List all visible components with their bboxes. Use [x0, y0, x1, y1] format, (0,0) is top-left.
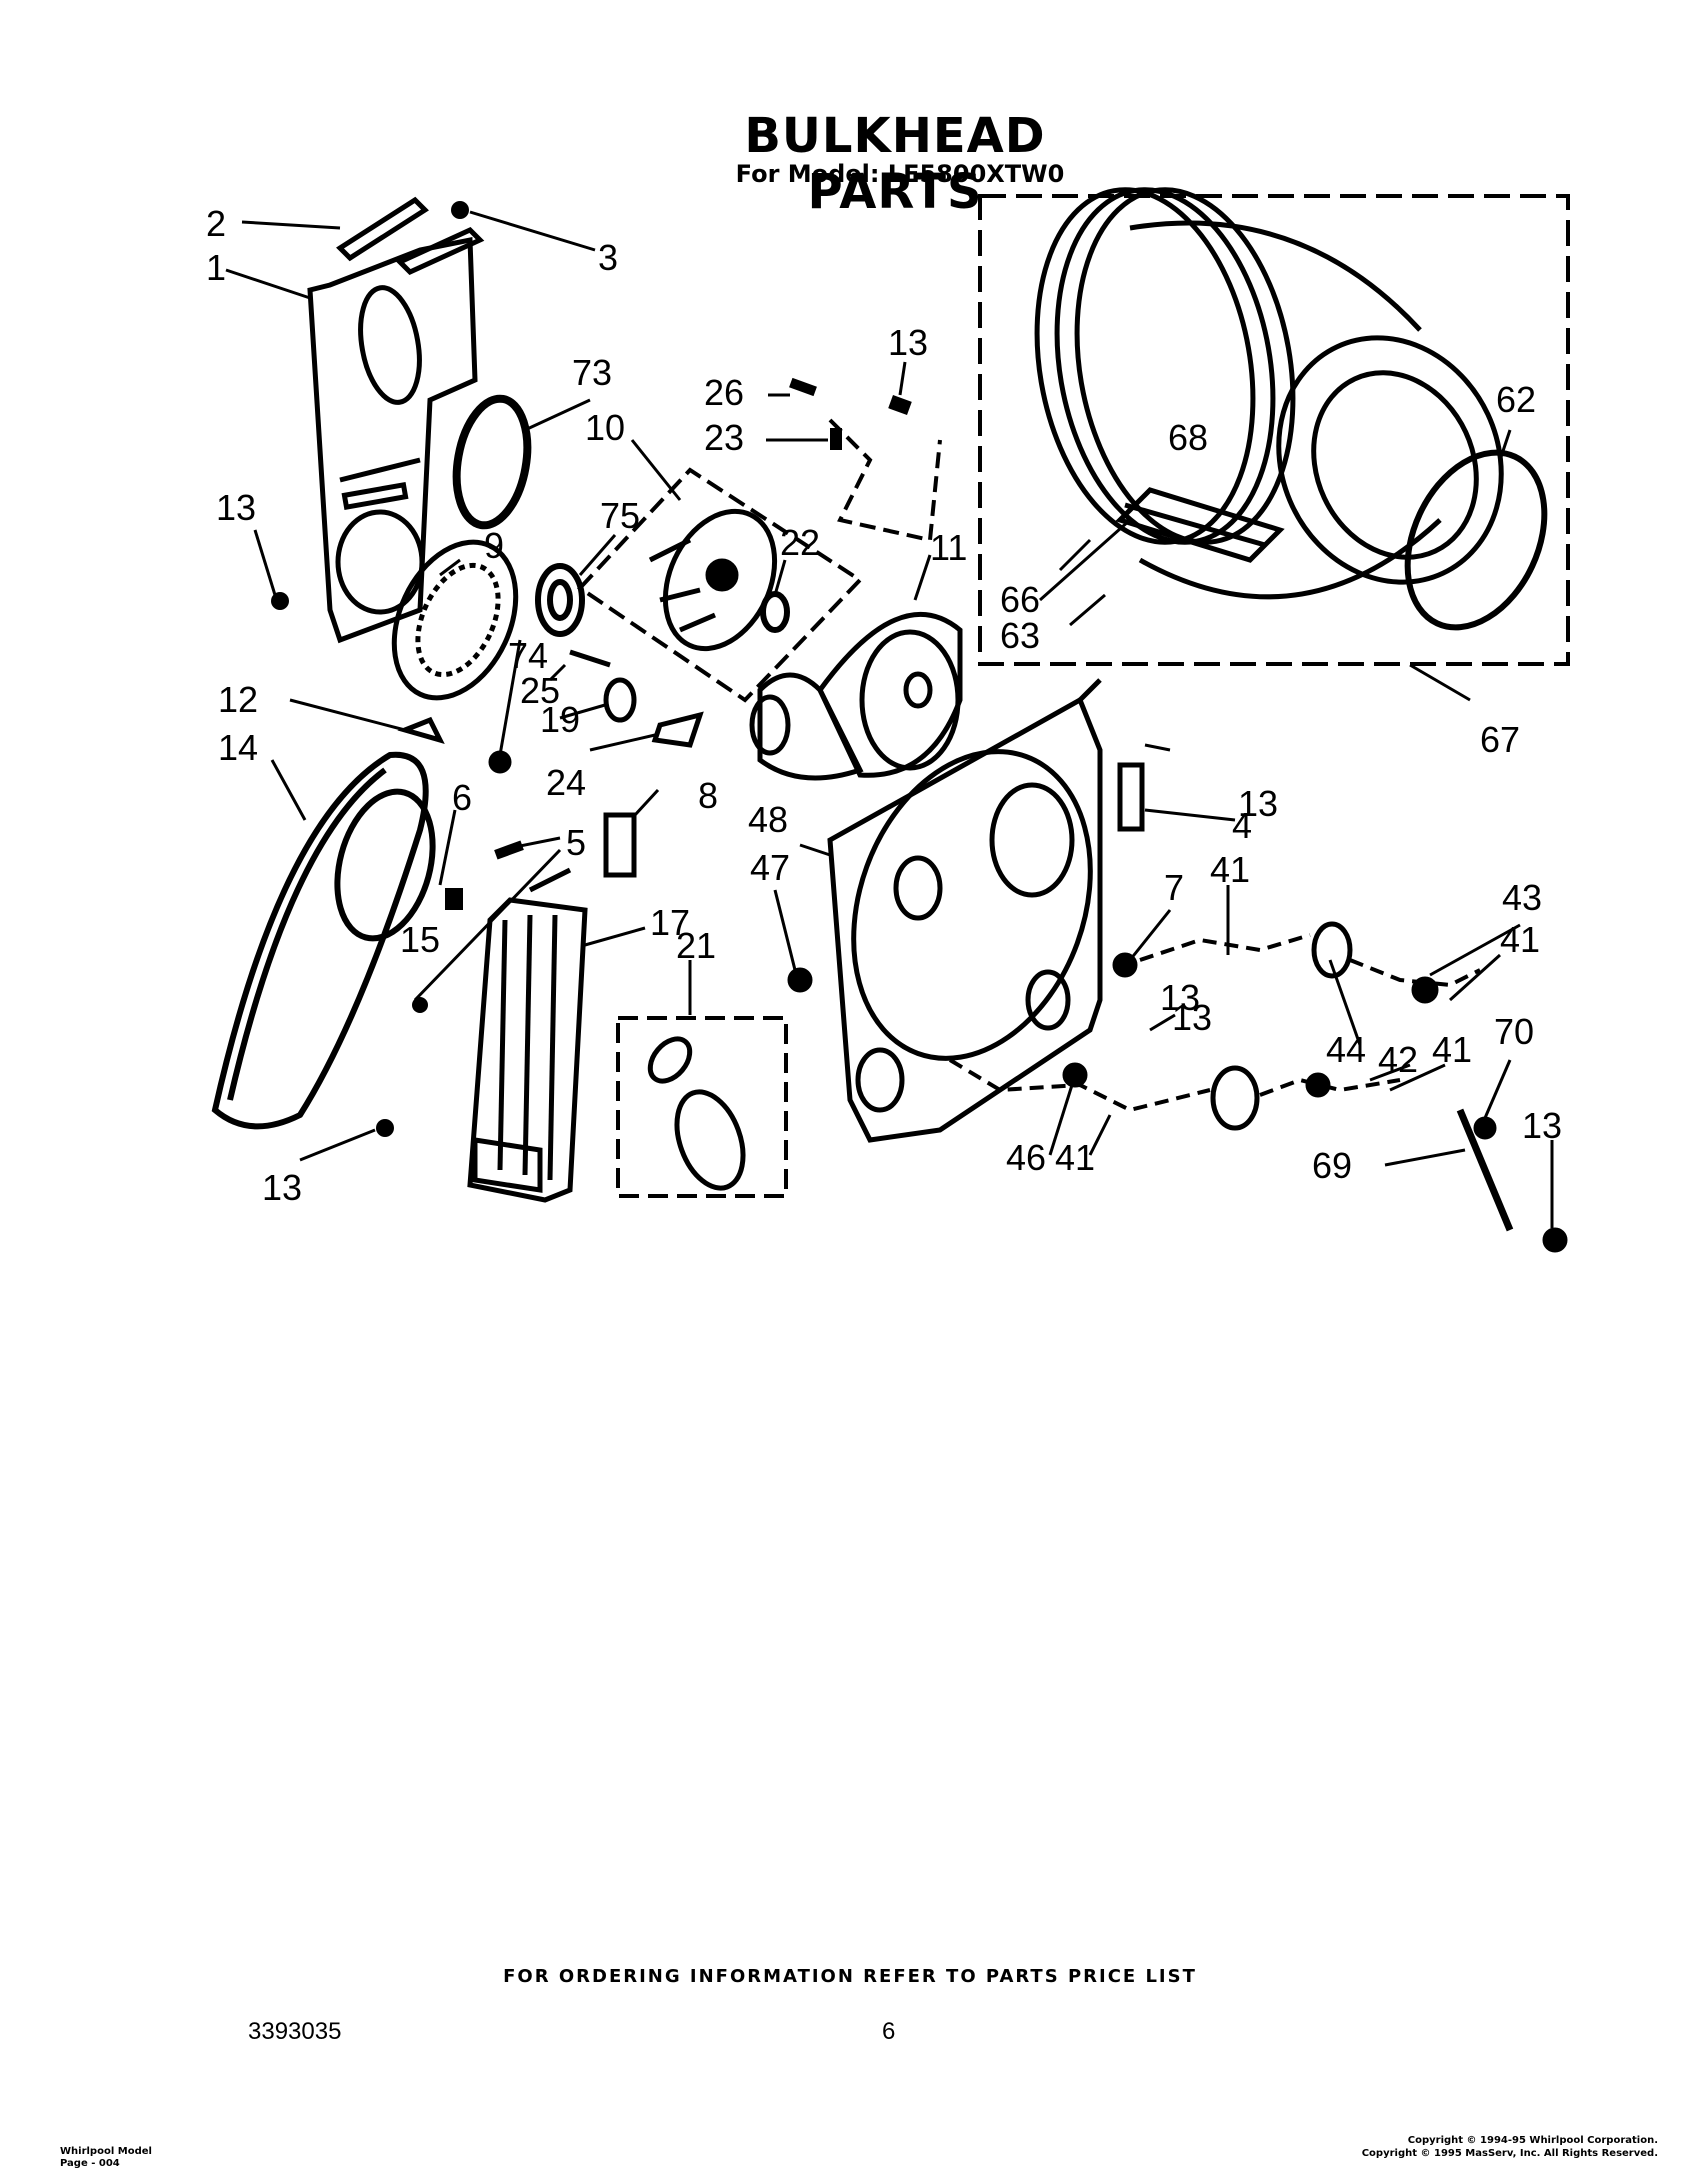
callout-23: 23 [704, 417, 744, 458]
callout-22: 22 [780, 522, 820, 563]
callout-15: 15 [400, 919, 440, 960]
copyright-block: Copyright © 1994-95 Whirlpool Corporatio… [1362, 2134, 1658, 2160]
callout-17: 17 [650, 902, 690, 943]
harness-box-21 [616, 1016, 788, 1198]
callout-3: 3 [598, 237, 618, 278]
callout-24: 24 [546, 762, 586, 803]
callout-25: 25 [520, 670, 560, 711]
callout-9: 9 [484, 525, 504, 566]
callout-46: 46 [1006, 1137, 1046, 1178]
callout-41c: 41 [1432, 1029, 1472, 1070]
heater-assembly-17 [467, 867, 588, 1203]
callout-5: 5 [566, 822, 586, 863]
callout-14: 14 [218, 727, 258, 768]
blower-wheel [648, 508, 778, 652]
callout-13e: 13 [1522, 1105, 1562, 1146]
seal-73 [452, 394, 532, 530]
callout-43: 43 [1502, 877, 1542, 918]
page-number: 6 [882, 2018, 896, 2045]
dashed-harness-right-3 [1349, 958, 1481, 988]
harness-21 [647, 1036, 746, 1191]
model-reference: Whirlpool Model [60, 2146, 152, 2157]
bracket-8 [603, 812, 637, 878]
copyright-line-2: Copyright © 1995 MasServ, Inc. All Right… [1361, 2148, 1658, 2159]
callout-67: 67 [1480, 719, 1520, 760]
callout-48: 48 [748, 799, 788, 840]
bearing-75 [535, 563, 585, 637]
copyright-line-1: Copyright © 1994-95 Whirlpool Corporatio… [1407, 2135, 1658, 2146]
callout-11: 11 [930, 527, 967, 568]
callout-21: 21 [676, 925, 716, 966]
front-bulkhead-48 [827, 678, 1103, 1143]
bearing-22 [760, 591, 790, 633]
top-plate [336, 196, 485, 275]
callout-labels: 1 2 3 4 5 6 7 8 9 10 11 12 13 13 13 13 1… [206, 203, 1562, 1208]
model-subtitle: For Model: LE5800XTW0 [735, 160, 1065, 188]
dashed-harness-right [1139, 933, 1311, 962]
drum-assembly-box [978, 194, 1570, 666]
callout-7: 7 [1164, 867, 1184, 908]
callout-42: 42 [1378, 1039, 1418, 1080]
callout-13c: 13 [1238, 783, 1278, 824]
callout-6: 6 [452, 777, 472, 818]
callout-13b: 13 [216, 487, 256, 528]
fan-wheel-9 [391, 539, 519, 701]
callout-2: 2 [206, 203, 226, 244]
callout-13f: 13 [262, 1167, 302, 1208]
callout-47: 47 [750, 847, 790, 888]
callout-73: 73 [572, 352, 612, 393]
blower-assembly-box [576, 467, 864, 703]
leader-lines [225, 210, 1554, 1228]
callout-44: 44 [1326, 1029, 1366, 1070]
drive-belt-14 [211, 751, 436, 1130]
drum-assembly [1034, 187, 1504, 600]
callout-75: 75 [600, 495, 640, 536]
page-reference: Page - 004 [60, 2158, 120, 2169]
callout-41d: 41 [1055, 1137, 1095, 1178]
callout-69: 69 [1312, 1145, 1352, 1186]
callout-68: 68 [1168, 417, 1208, 458]
rear-panel [307, 236, 478, 644]
small-hardware-top [789, 377, 912, 450]
bracket-4 [1117, 762, 1145, 832]
callout-12: 12 [218, 679, 258, 720]
callout-41a: 41 [1210, 849, 1250, 890]
callout-1: 1 [206, 247, 226, 288]
callout-4: 4 [1232, 805, 1252, 846]
model-page-reference: Whirlpool Model Page - 004 [60, 2146, 152, 2170]
screw-3 [451, 201, 469, 219]
drum-seal-ring [1404, 449, 1548, 631]
callout-13a: 13 [888, 322, 928, 363]
callout-13g: 13 [1160, 977, 1200, 1018]
small-hardware-mid [397, 649, 704, 774]
callout-74: 74 [508, 635, 548, 676]
callout-26: 26 [704, 372, 744, 413]
idler-hardware [787, 921, 1568, 1253]
document-number: 3393035 [248, 2018, 342, 2045]
callout-66: 66 [1000, 579, 1040, 620]
dashed-harness-right-4 [1259, 1077, 1401, 1097]
callout-41b: 41 [1500, 919, 1540, 960]
page-title: BULKHEAD PARTS [744, 108, 1046, 220]
callout-13d: 13 [1172, 997, 1212, 1038]
dashed-harness-right-2 [948, 1058, 1211, 1113]
motor-housing-11 [749, 611, 963, 781]
callout-62: 62 [1496, 379, 1536, 420]
callout-70: 70 [1494, 1011, 1534, 1052]
small-hardware-left [271, 592, 524, 1137]
callout-10: 10 [585, 407, 625, 448]
callout-8: 8 [698, 775, 718, 816]
dashed-harness-top [828, 418, 942, 543]
ordering-note: FOR ORDERING INFORMATION REFER TO PARTS … [503, 1966, 1197, 1987]
callout-63: 63 [1000, 615, 1040, 656]
callout-19: 19 [540, 699, 580, 740]
